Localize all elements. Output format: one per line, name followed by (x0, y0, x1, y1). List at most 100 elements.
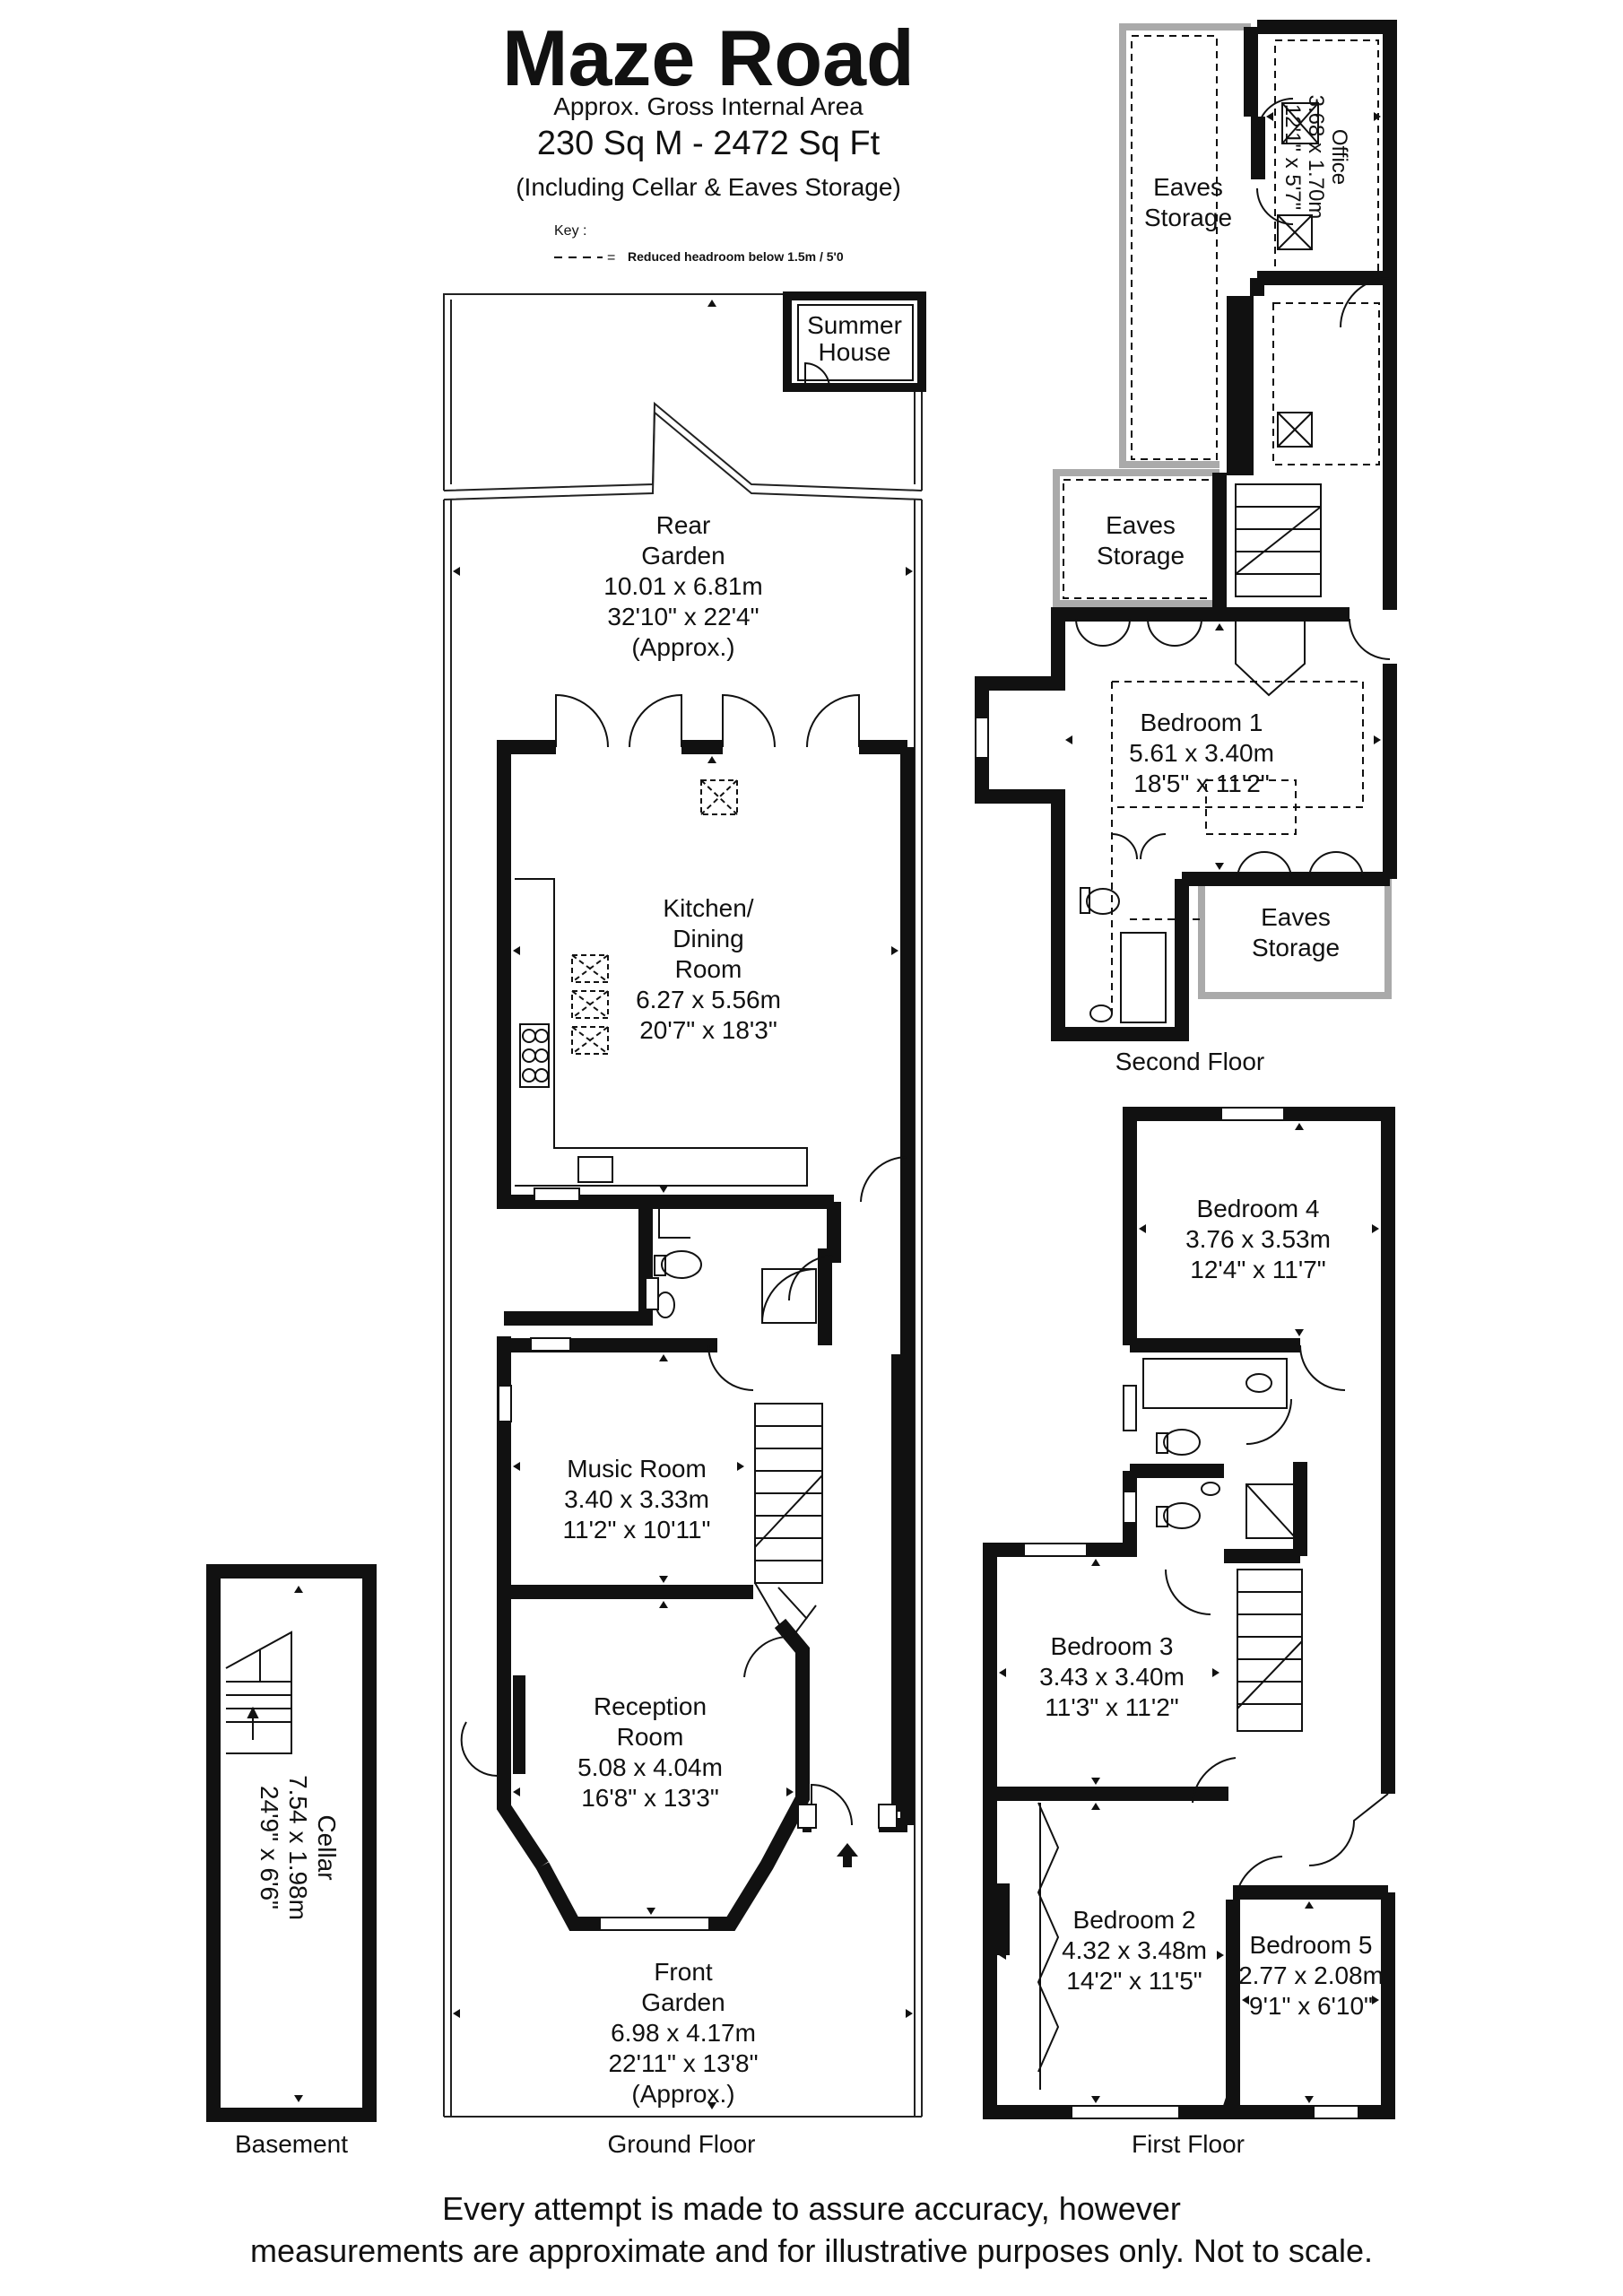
dimension-arrows (513, 756, 898, 1915)
svg-text:16'8" x 13'3": 16'8" x 13'3" (581, 1784, 719, 1812)
second-floor-fittings (1075, 98, 1391, 1023)
svg-text:Kitchen/: Kitchen/ (663, 894, 753, 922)
svg-text:Bedroom 4: Bedroom 4 (1197, 1195, 1320, 1222)
svg-text:Front: Front (654, 1958, 713, 1986)
disclaimer-line-1: Every attempt is made to assure accuracy… (442, 2190, 1181, 2227)
svg-text:Garden: Garden (641, 542, 725, 570)
svg-text:9'1" x 6'10": 9'1" x 6'10" (1249, 1992, 1373, 2020)
kitchen-fittings (460, 693, 908, 1826)
svg-text:6.27 x 5.56m: 6.27 x 5.56m (636, 986, 781, 1013)
svg-text:20'7" x 18'3": 20'7" x 18'3" (639, 1016, 777, 1044)
bedroom-1-label: Bedroom 1 5.61 x 3.40m 18'5" x 11'2" (1129, 709, 1274, 797)
svg-text:Storage: Storage (1252, 934, 1340, 961)
front-garden-label: Front Garden 6.98 x 4.17m 22'11" x 13'8"… (608, 1958, 758, 2108)
svg-text:Bedroom 5: Bedroom 5 (1250, 1931, 1373, 1959)
key-text: Reduced headroom below 1.5m / 5'0 (628, 249, 844, 264)
svg-text:Office: Office (1327, 129, 1351, 185)
eaves-outlines (1053, 23, 1392, 999)
page-title: Maze Road (502, 13, 915, 102)
svg-text:Summer: Summer (807, 311, 902, 339)
svg-text:32'10" x 22'4": 32'10" x 22'4" (607, 603, 759, 631)
svg-text:Eaves: Eaves (1106, 511, 1176, 539)
header: Maze Road Approx. Gross Internal Area 23… (502, 13, 915, 265)
disclaimer-line-2: measurements are approximate and for ill… (250, 2232, 1373, 2269)
office-label: Office 3.68 x 1.70m 12'1" x 5'7" (1280, 95, 1351, 220)
wall-block (1251, 117, 1265, 179)
svg-text:Eaves: Eaves (1261, 903, 1331, 931)
svg-text:Room: Room (675, 955, 742, 983)
svg-text:3.43 x 3.40m: 3.43 x 3.40m (1039, 1663, 1185, 1691)
eaves-storage-right-label: Eaves Storage (1252, 903, 1340, 961)
dimension-arrows (453, 300, 913, 2109)
second-floor-label: Second Floor (1115, 1048, 1265, 1075)
svg-text:2.77 x 2.08m: 2.77 x 2.08m (1238, 1961, 1384, 1989)
windows (498, 1187, 898, 1931)
wall-block (1227, 296, 1254, 475)
svg-text:11'2" x 10'11": 11'2" x 10'11" (563, 1516, 711, 1544)
first-floor-fittings (1037, 1344, 1389, 2090)
dimension-arrows (1065, 112, 1381, 870)
bedroom-5-label: Bedroom 5 2.77 x 2.08m 9'1" x 6'10" (1238, 1931, 1384, 2020)
windows (975, 717, 989, 759)
eaves-storage-top-label: Eaves Storage (1144, 173, 1232, 231)
area-subtitle: Approx. Gross Internal Area (553, 92, 864, 120)
chimney-breast (513, 1675, 525, 1774)
rear-garden-label: Rear Garden 10.01 x 6.81m 32'10" x 22'4"… (603, 511, 762, 661)
entrance-arrow-icon (837, 1843, 858, 1857)
svg-text:Garden: Garden (641, 1988, 725, 2016)
svg-text:Rear: Rear (656, 511, 711, 539)
windows (1023, 1107, 1359, 2119)
cellar-walls (206, 1564, 377, 2122)
bedroom-2-label: Bedroom 2 4.32 x 3.48m 14'2" x 11'5" (1062, 1906, 1207, 1995)
svg-text:3.68 x 1.70m: 3.68 x 1.70m (1304, 95, 1328, 220)
svg-text:10.01 x 6.81m: 10.01 x 6.81m (603, 572, 762, 600)
second-floor-walls (975, 20, 1397, 1041)
cellar-stairs (225, 1631, 292, 1754)
entrance-arrow-stem (843, 1855, 852, 1867)
dimension-arrows (999, 1123, 1379, 2103)
svg-text:Eaves: Eaves (1153, 173, 1223, 201)
ground-floor-label: Ground Floor (608, 2130, 756, 2158)
key-equals: = (607, 250, 615, 265)
key-title: Key : (554, 223, 586, 239)
bedroom-3-label: Bedroom 3 3.43 x 3.40m 11'3" x 11'2" (1039, 1632, 1185, 1721)
bedroom-4-label: Bedroom 4 3.76 x 3.53m 12'4" x 11'7" (1185, 1195, 1331, 1283)
svg-text:Bedroom 2: Bedroom 2 (1073, 1906, 1196, 1934)
first-floor-label: First Floor (1132, 2130, 1245, 2158)
svg-text:Dining: Dining (673, 925, 743, 952)
svg-text:(Approx.): (Approx.) (631, 2080, 734, 2108)
svg-text:5.08 x 4.04m: 5.08 x 4.04m (577, 1753, 723, 1781)
svg-text:24'9" x 6'6": 24'9" x 6'6" (256, 1786, 283, 1909)
arrow-mark (294, 1586, 303, 1593)
svg-text:12'4" x 11'7": 12'4" x 11'7" (1190, 1256, 1325, 1283)
svg-text:Reception: Reception (594, 1692, 707, 1720)
svg-text:3.40 x 3.33m: 3.40 x 3.33m (564, 1485, 709, 1513)
area-value: 230 Sq M - 2472 Sq Ft (537, 125, 881, 162)
svg-text:(Approx.): (Approx.) (631, 633, 734, 661)
svg-text:7.54 x 1.98m: 7.54 x 1.98m (284, 1775, 312, 1920)
rear-garden (443, 293, 923, 2118)
svg-text:Cellar: Cellar (313, 1814, 341, 1880)
reduced-headroom-lines (1063, 35, 1380, 1013)
svg-text:Bedroom 3: Bedroom 3 (1051, 1632, 1174, 1660)
first-floor-plan: Bedroom 4 3.76 x 3.53m 12'4" x 11'7" Bed… (983, 1107, 1395, 2158)
svg-text:Room: Room (617, 1723, 684, 1751)
area-note: (Including Cellar & Eaves Storage) (516, 173, 901, 201)
svg-text:House: House (819, 338, 891, 366)
ground-walls (497, 740, 915, 1931)
svg-text:11'3" x 11'2": 11'3" x 11'2" (1045, 1693, 1178, 1721)
svg-text:5.61 x 3.40m: 5.61 x 3.40m (1129, 739, 1274, 767)
basement-label: Basement (235, 2130, 348, 2158)
svg-text:14'2" x 11'5": 14'2" x 11'5" (1066, 1967, 1202, 1995)
basement-plan: Cellar 7.54 x 1.98m 24'9" x 6'6" Basemen… (206, 1564, 377, 2158)
svg-text:Storage: Storage (1144, 204, 1232, 231)
wall-block (891, 1354, 911, 1812)
svg-text:3.76 x 3.53m: 3.76 x 3.53m (1185, 1225, 1331, 1253)
summer-house: Summer House (783, 291, 926, 392)
svg-text:Storage: Storage (1097, 542, 1185, 570)
svg-text:22'11" x 13'8": 22'11" x 13'8" (608, 2049, 758, 2077)
svg-text:4.32 x 3.48m: 4.32 x 3.48m (1062, 1936, 1207, 1964)
cellar-label: Cellar 7.54 x 1.98m 24'9" x 6'6" (256, 1775, 341, 1920)
svg-text:12'1" x 5'7": 12'1" x 5'7" (1280, 104, 1305, 210)
